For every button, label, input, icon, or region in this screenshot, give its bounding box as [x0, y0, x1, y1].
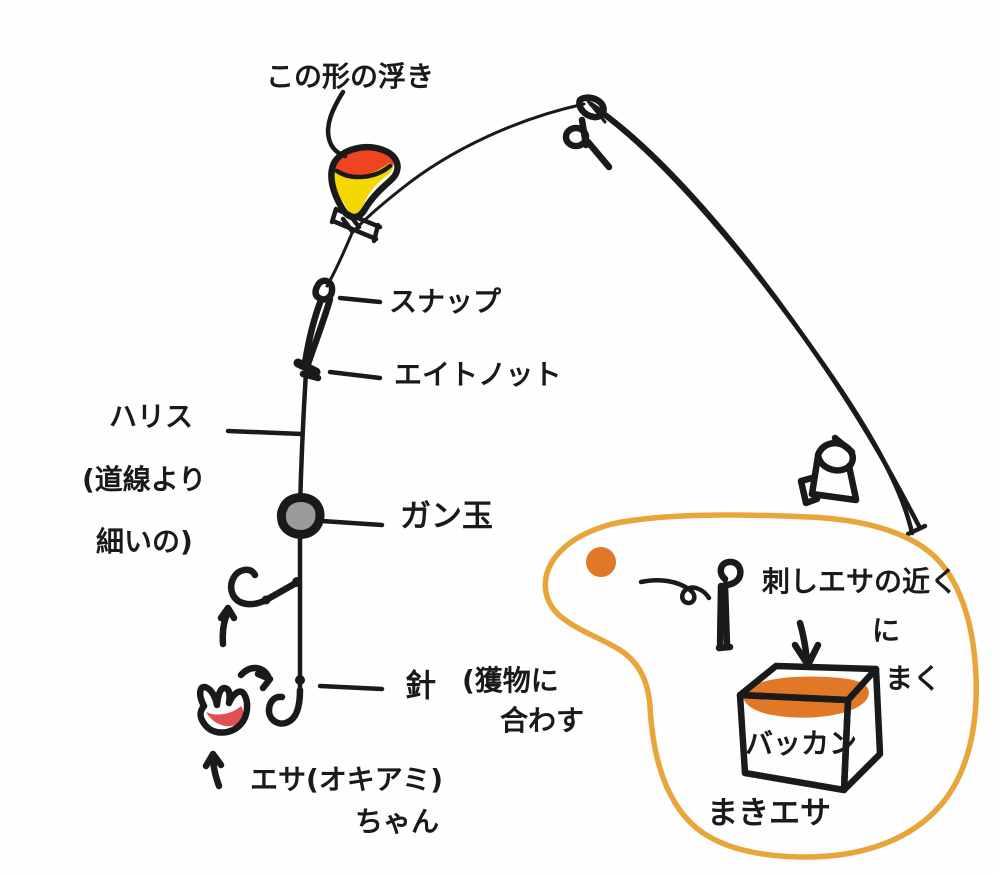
harisu-label: ハリス	[109, 400, 193, 433]
reel-icon	[797, 434, 860, 507]
rod-lower-edge	[597, 109, 915, 536]
hook-note-line1: (獲物に	[462, 664, 559, 697]
rod-butt	[905, 523, 928, 537]
chum-trail-squiggle	[638, 578, 712, 606]
float-divider	[334, 163, 393, 180]
hook-lower-icon	[265, 675, 305, 727]
float-icon	[328, 144, 401, 244]
float-clip-right	[371, 222, 381, 244]
split-shot-fill	[281, 498, 319, 534]
split-shot-label: ガン玉	[400, 499, 493, 535]
float-yellow-stem	[341, 192, 362, 219]
reel-stem	[831, 434, 856, 456]
bait-label-line1: エサ(オキアミ)	[250, 763, 443, 796]
hook-upper-shape	[227, 566, 300, 608]
snap-body-right	[304, 295, 334, 368]
harisu-note-line2: 細いの)	[96, 525, 193, 558]
chum-label: まきエサ	[707, 796, 831, 832]
bakkan-bucket-icon	[736, 662, 884, 794]
hook-upper-icon	[227, 566, 302, 608]
reel-body-bottom	[808, 490, 860, 504]
hook-upper-knot	[292, 577, 302, 587]
eight-knot-label: エイトノット	[394, 358, 561, 391]
hook-note-line2: 合わす	[500, 704, 584, 737]
float-clip-bottom	[330, 218, 379, 242]
snap-leader-line	[337, 295, 383, 305]
knot-mark-a	[293, 358, 321, 377]
reel-spool-top	[814, 440, 856, 474]
scoop-handle-left	[716, 582, 725, 652]
float-title-label: この形の浮き	[266, 60, 434, 93]
split-shot-outline	[276, 493, 325, 539]
inset-panel-outline	[542, 512, 979, 860]
snap-swivel-icon	[301, 277, 336, 368]
krill-outline	[196, 683, 251, 736]
krill-body-fill	[206, 706, 244, 727]
float-outline	[328, 144, 401, 221]
inset-instruction-line3: まく	[885, 662, 941, 695]
hook-upper-arrow-head	[217, 604, 238, 622]
float-clip-left	[329, 206, 339, 225]
main-line	[350, 102, 586, 235]
fishing-rod	[576, 94, 928, 537]
inset-instruction-line2: に	[872, 614, 900, 647]
krill-to-hook-arrow-head	[254, 670, 274, 692]
scoop-handle-end	[715, 643, 734, 652]
guide-leg-b	[584, 138, 613, 171]
float-title-pointer	[325, 89, 348, 159]
guide-wrap	[586, 99, 607, 124]
hook-lower-shape	[265, 686, 304, 727]
bait-label-line2: ちゃん	[355, 805, 439, 838]
krill-arrow-head	[202, 750, 225, 770]
bucket-label: バッカン	[745, 727, 857, 760]
hook-label: 針	[405, 669, 436, 705]
hook-lower-knot	[295, 675, 305, 685]
float-clip-top	[335, 207, 383, 230]
reel-body-right	[845, 462, 860, 503]
hook-upper-bead	[261, 595, 271, 605]
inset-instruction-line1: 刺しエサの近く	[762, 565, 958, 598]
harisu-pointer-line	[225, 428, 305, 437]
krill-to-hook-arrow-shaft	[237, 664, 272, 680]
bucket-side-face	[840, 665, 884, 794]
scoop-cup	[717, 558, 744, 649]
reel-handle	[797, 474, 821, 507]
eight-knot-leader-line	[327, 369, 383, 381]
krill-bait-icon	[196, 683, 251, 736]
reel-body-left	[808, 452, 822, 498]
harisu-note-line1: (道線より	[82, 463, 206, 496]
snap-body-left	[301, 296, 325, 367]
rod-tip	[576, 94, 607, 121]
chum-dot	[586, 547, 616, 577]
scoop-ladle-icon	[715, 558, 744, 652]
hook-leader-line	[317, 683, 385, 692]
snap-label: スナップ	[389, 285, 502, 318]
split-shot-icon	[276, 493, 325, 539]
split-shot-leader-line	[319, 518, 385, 528]
rod-guide-icon	[562, 99, 613, 171]
